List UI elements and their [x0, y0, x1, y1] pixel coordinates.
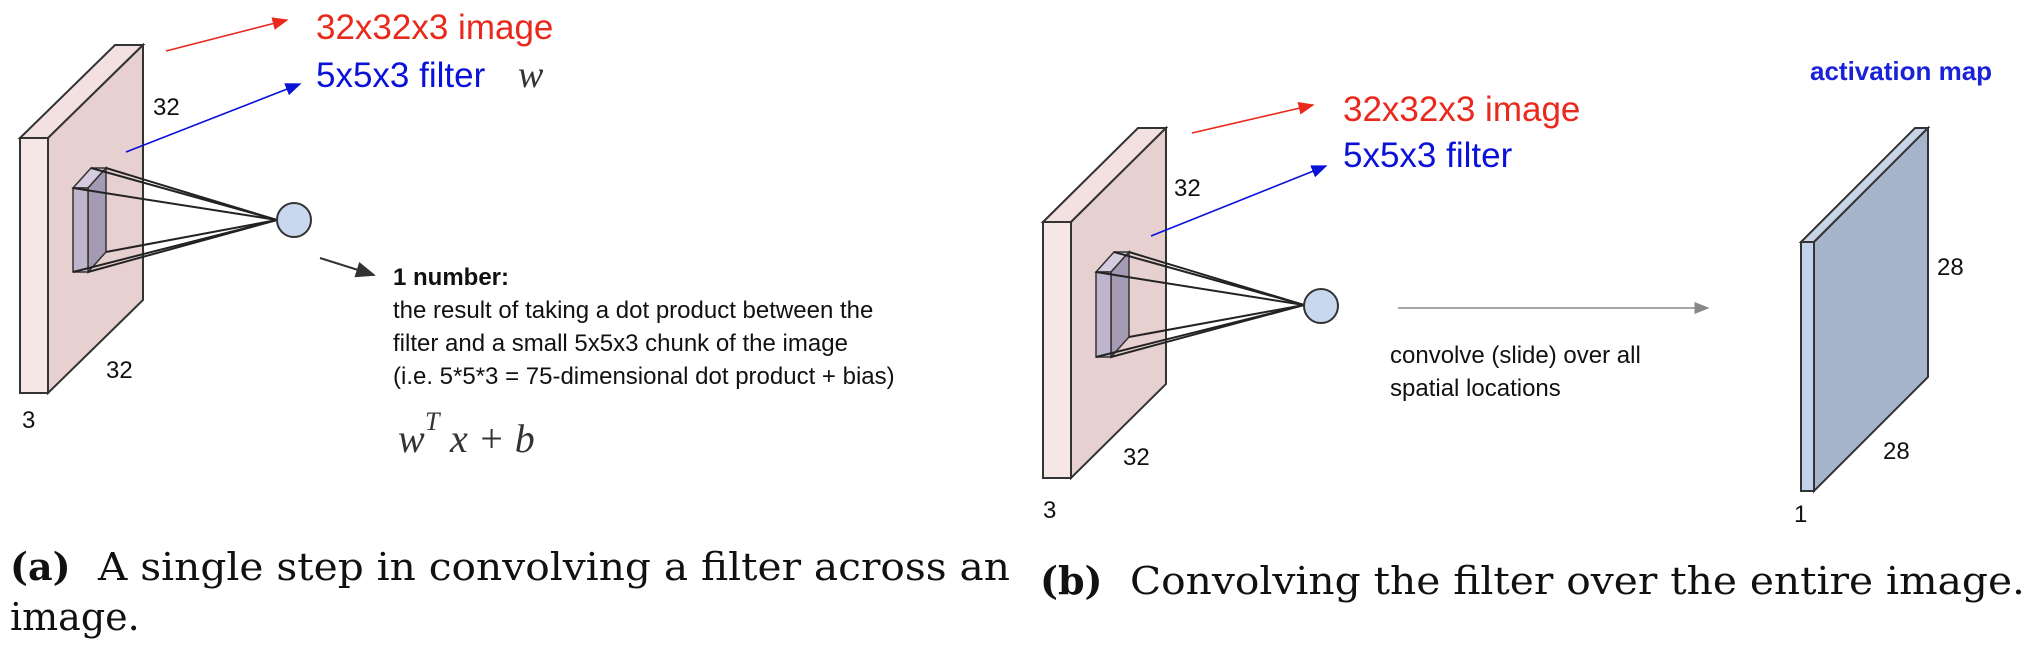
filter-label: 5x5x3 filter	[316, 56, 486, 95]
activation-map-side-face	[1800, 241, 1815, 492]
filter-pointer-arrow-b	[1150, 165, 1328, 237]
caption-b-text: Convolving the filter over the entire im…	[1130, 559, 2025, 603]
filter-side-face-b	[1095, 271, 1112, 358]
dim-height-label: 32	[153, 94, 180, 121]
annotation-line-1: the result of taking a dot product betwe…	[393, 297, 873, 324]
annotation-line-2: filter and a small 5x5x3 chunk of the im…	[393, 330, 848, 357]
image-label-b: 32x32x3 image	[1343, 90, 1580, 129]
dim-width-label: 32	[106, 357, 133, 384]
formula-rest: x + b	[449, 416, 535, 461]
filter-connections-b	[1095, 251, 1305, 358]
caption-a-tag: (a)	[10, 544, 71, 589]
output-neuron	[276, 202, 312, 238]
filter-box	[71, 166, 108, 274]
panel-b: 32x32x3 image 5x5x3 filter 32 32 3 convo…	[1040, 56, 2025, 603]
formula: w T x + b	[398, 407, 535, 461]
caption-b-tag: (b)	[1040, 558, 1103, 603]
filter-pointer-arrow	[125, 83, 302, 153]
dim-height-label-b: 32	[1174, 175, 1201, 202]
caption-a-line-1: A single step in convolving a filter acr…	[97, 545, 1010, 589]
annotation-title: 1 number:	[393, 264, 509, 291]
convolve-label-line-1: convolve (slide) over all	[1390, 342, 1641, 369]
image-label: 32x32x3 image	[316, 8, 553, 47]
image-side-face-b	[1042, 221, 1072, 479]
filter-label-b: 5x5x3 filter	[1343, 136, 1513, 175]
annotation-line-3: (i.e. 5*5*3 = 75-dimensional dot product…	[393, 363, 895, 390]
image-side-face	[19, 137, 49, 394]
activation-map-title: activation map	[1810, 56, 1992, 86]
activation-map	[1798, 125, 1931, 494]
convolve-label-line-2: spatial locations	[1390, 375, 1561, 402]
filter-connections	[72, 167, 278, 273]
output-neuron-b	[1303, 288, 1339, 324]
image-pointer-arrow	[165, 17, 289, 52]
neuron-pointer-arrow	[319, 257, 376, 278]
formula-w: w	[398, 416, 425, 461]
panel-a: 32x32x3 image 5x5x3 filter w 32 32 3 1 n…	[10, 8, 1010, 639]
map-depth-label: 1	[1794, 501, 1807, 528]
dim-depth-label-b: 3	[1043, 497, 1056, 524]
dim-depth-label: 3	[22, 407, 35, 434]
formula-transpose: T	[425, 407, 441, 436]
image-pointer-arrow-b	[1191, 102, 1315, 134]
filter-side-face	[72, 187, 89, 273]
filter-box-b	[1094, 250, 1131, 359]
caption-a-line-2: image.	[10, 595, 140, 639]
map-width-label: 28	[1883, 438, 1910, 465]
map-height-label: 28	[1937, 254, 1964, 281]
filter-symbol: w	[518, 54, 544, 96]
dim-width-label-b: 32	[1123, 444, 1150, 471]
